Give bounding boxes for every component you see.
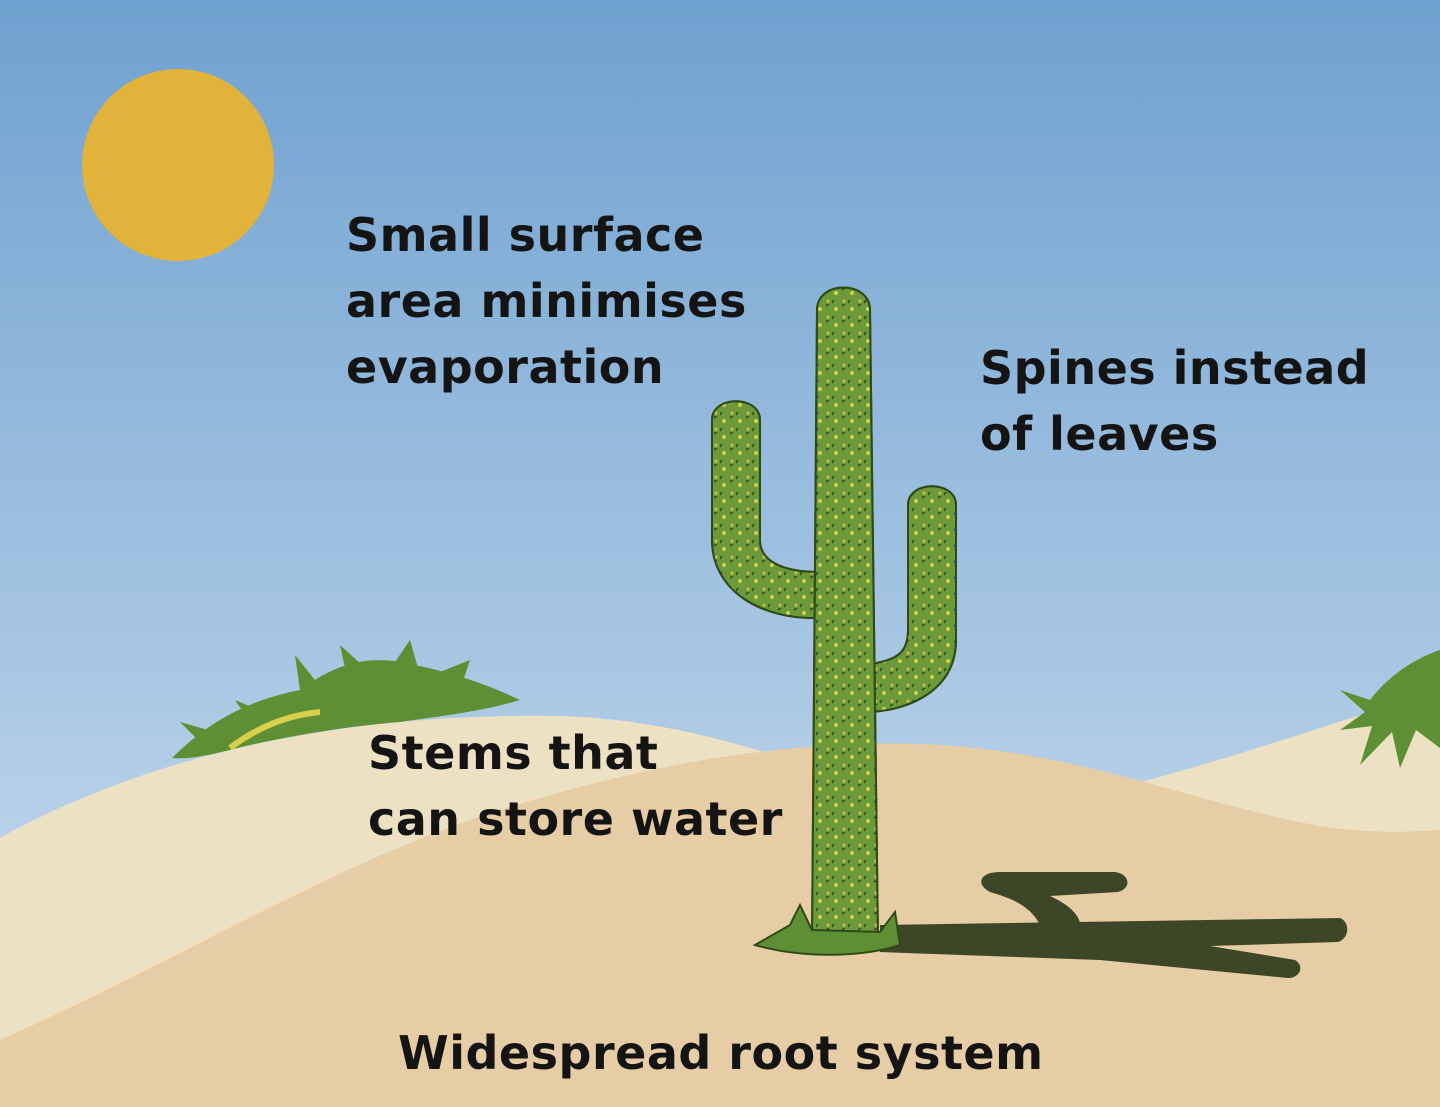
label-line: Small surface	[346, 208, 705, 262]
label-line: area minimises	[346, 274, 747, 328]
label-line: can store water	[368, 792, 783, 846]
label-line: Widespread root system	[398, 1026, 1044, 1080]
desert-shrub-left	[172, 640, 520, 759]
label-line: of leaves	[980, 407, 1219, 461]
desert-plant-right	[1340, 650, 1440, 768]
label-spines: Spines instead of leaves	[980, 335, 1369, 467]
cactus-shadow	[880, 872, 1348, 978]
sand-ground	[0, 743, 1440, 1107]
label-line: evaporation	[346, 340, 665, 394]
label-root-system: Widespread root system	[398, 1020, 1044, 1086]
label-line: Stems that	[368, 726, 659, 780]
label-stems-store-water: Stems that can store water	[368, 720, 783, 852]
label-small-surface-area: Small surface area minimises evaporation	[346, 202, 747, 400]
sun-icon	[82, 69, 274, 261]
label-line: Spines instead	[980, 341, 1370, 395]
cactus	[711, 286, 957, 956]
